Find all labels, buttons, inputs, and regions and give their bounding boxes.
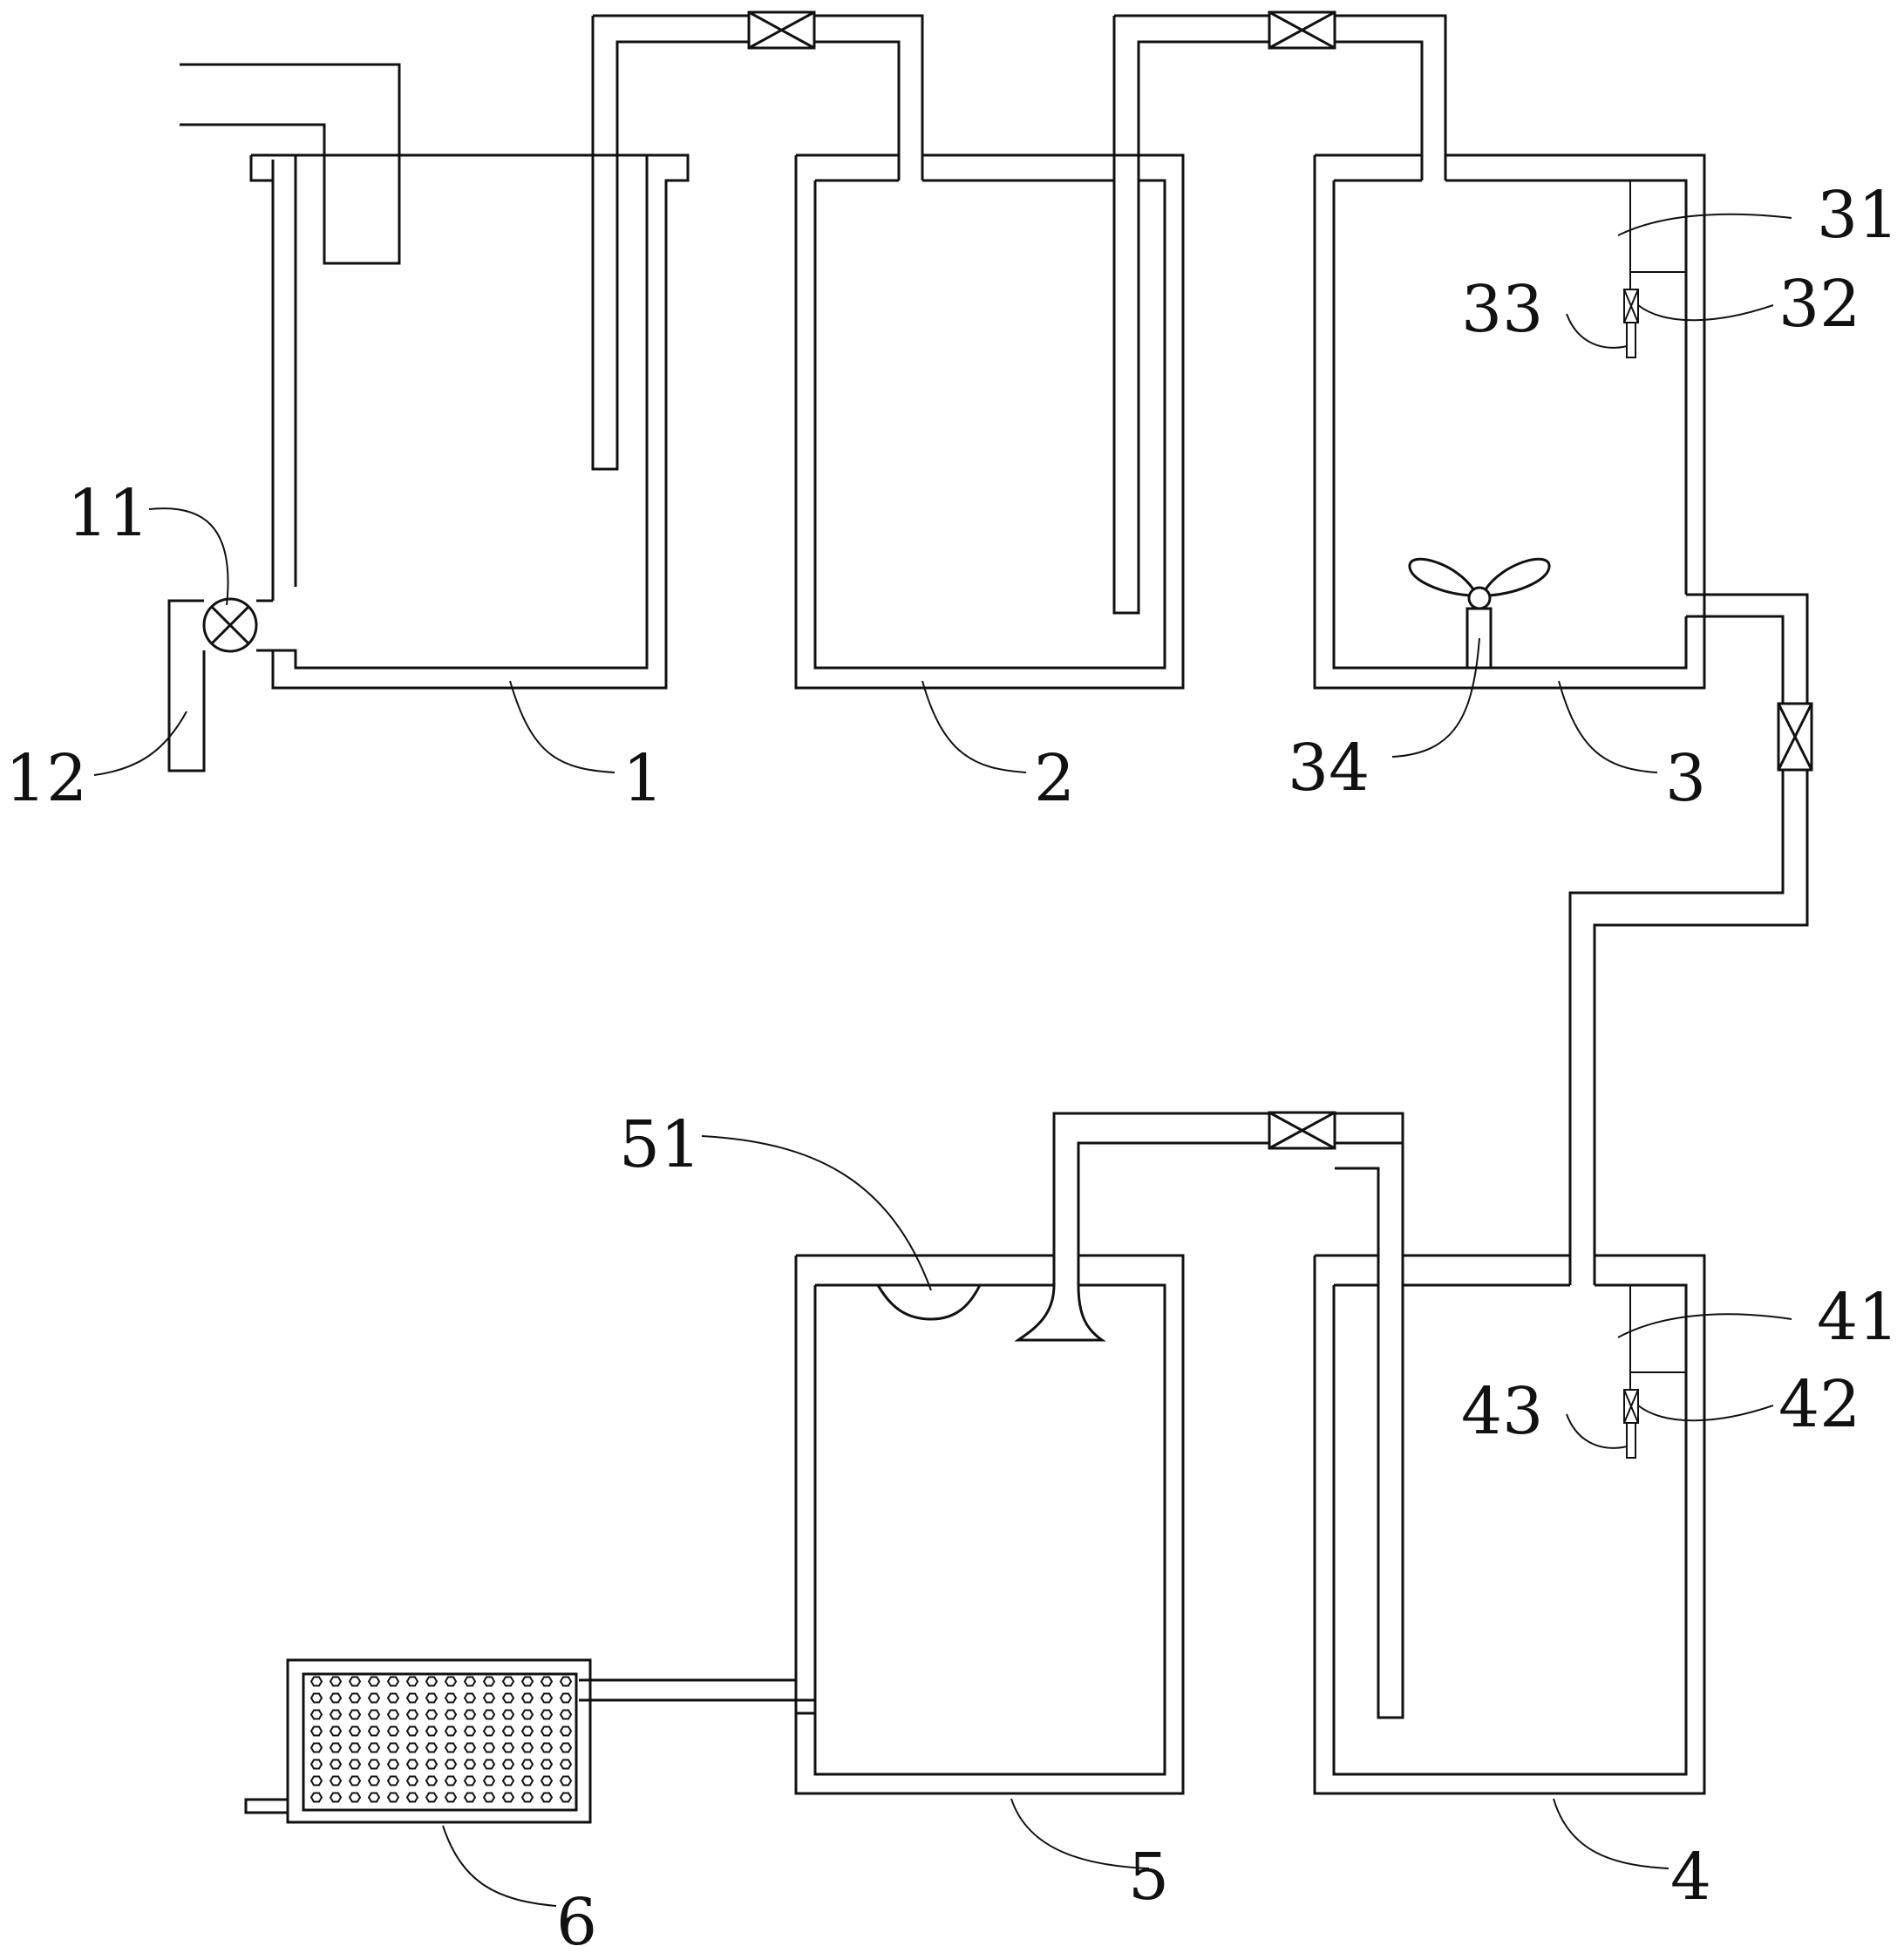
pipe-3-to-4 bbox=[1568, 593, 1809, 1285]
part-41-bracket bbox=[1629, 1285, 1686, 1390]
valve-2-3 bbox=[1268, 10, 1336, 50]
label-3: 3 bbox=[1665, 741, 1706, 816]
label-31: 31 bbox=[1817, 178, 1899, 253]
pipe-1-to-2 bbox=[591, 14, 924, 471]
tank-3 bbox=[1313, 153, 1706, 690]
label-4: 4 bbox=[1670, 1840, 1711, 1915]
part-33-nozzle bbox=[1626, 322, 1636, 358]
part-51-inlet bbox=[876, 1284, 982, 1321]
callout-labels: 11 12 1 2 31 32 33 34 3 51 41 42 43 5 4 … bbox=[5, 178, 1899, 1953]
label-11: 11 bbox=[67, 476, 149, 551]
tank-1 bbox=[249, 153, 690, 690]
label-41: 41 bbox=[1817, 1280, 1899, 1355]
label-34: 34 bbox=[1288, 731, 1370, 806]
funnel-nozzle bbox=[1014, 1284, 1106, 1342]
pipe-5-to-6 bbox=[579, 1678, 817, 1731]
filter-6 bbox=[244, 1658, 592, 1824]
label-42: 42 bbox=[1778, 1367, 1860, 1442]
label-1: 1 bbox=[622, 741, 663, 816]
pump-11 bbox=[202, 597, 258, 653]
valve-1-2 bbox=[747, 10, 816, 50]
valve-4-5 bbox=[1268, 1111, 1336, 1150]
part-42-valve bbox=[1623, 1389, 1639, 1424]
label-33: 33 bbox=[1461, 272, 1543, 347]
part-32-valve bbox=[1623, 289, 1639, 323]
label-32: 32 bbox=[1778, 267, 1860, 342]
leader-lines bbox=[93, 213, 1792, 1907]
part-43-nozzle bbox=[1626, 1422, 1636, 1459]
tank-5 bbox=[794, 1254, 1185, 1795]
tank-2 bbox=[794, 153, 1185, 690]
label-43: 43 bbox=[1461, 1374, 1543, 1449]
outlet-12 bbox=[167, 599, 297, 772]
label-51: 51 bbox=[619, 1107, 701, 1182]
valve-3-4 bbox=[1777, 702, 1813, 772]
agitator-34 bbox=[1408, 557, 1551, 670]
tank-4 bbox=[1313, 1254, 1706, 1795]
inlet-pipe bbox=[180, 63, 401, 265]
pipe-4-to-5 bbox=[1052, 1112, 1404, 1719]
pipe-2-to-3 bbox=[1112, 14, 1447, 615]
part-31-bracket bbox=[1629, 180, 1686, 289]
label-2: 2 bbox=[1034, 741, 1075, 816]
label-12: 12 bbox=[5, 741, 87, 816]
label-5: 5 bbox=[1128, 1840, 1169, 1915]
label-6: 6 bbox=[556, 1885, 597, 1953]
